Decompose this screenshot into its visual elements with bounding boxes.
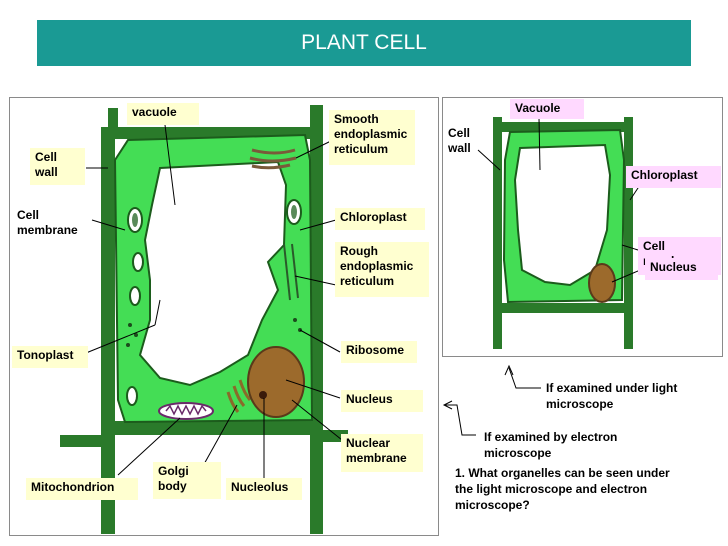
label-light-cell-wall: Cell wall xyxy=(448,126,471,155)
label-nuclear-membrane: Nuclear membrane xyxy=(341,434,423,472)
mitochondrion xyxy=(158,402,214,420)
nucleus xyxy=(588,263,616,303)
label-smooth-er: Smooth endoplasmic reticulum xyxy=(329,110,415,165)
label-mitochondrion: Mitochondrion xyxy=(26,478,138,500)
label-light-nucleus: Nucleus xyxy=(645,258,718,280)
smooth-er xyxy=(249,148,297,170)
nucleus xyxy=(247,346,305,418)
caption-light: If examined under light microscope xyxy=(546,381,678,411)
vacuole xyxy=(138,160,288,387)
cell-wall xyxy=(493,117,633,349)
label-chloroplast: Chloroplast xyxy=(335,208,425,230)
label-light-chloroplast: Chloroplast xyxy=(626,166,721,188)
label-golgi-body: Golgi body xyxy=(153,462,221,499)
label-cell-membrane: Cell membrane xyxy=(17,208,78,237)
label-ribosome: Ribosome xyxy=(341,341,417,363)
question-text: 1. What organelles can be seen under the… xyxy=(455,466,670,512)
chloroplast xyxy=(126,199,302,406)
label-light-vacuole: Vacuole xyxy=(510,99,584,119)
golgi-body xyxy=(226,379,252,413)
light-cell xyxy=(493,117,633,349)
arrow-electron xyxy=(442,400,476,436)
arrow-light xyxy=(504,364,541,389)
vacuole xyxy=(513,143,612,287)
label-nucleolus: Nucleolus xyxy=(226,478,302,500)
page-title: PLANT CELL xyxy=(37,20,691,66)
label-nucleus: Nucleus xyxy=(341,390,423,412)
pointer-lines xyxy=(85,117,646,478)
electron-cell xyxy=(60,105,348,534)
label-vacuole: vacuole xyxy=(127,103,199,125)
label-tonoplast: Tonoplast xyxy=(12,346,88,368)
caption-electron: If examined by electron microscope xyxy=(484,430,618,460)
rough-er xyxy=(283,243,299,301)
label-cell-wall: Cell wall xyxy=(30,148,85,185)
label-rough-er: Rough endoplasmic reticulum xyxy=(335,242,429,297)
